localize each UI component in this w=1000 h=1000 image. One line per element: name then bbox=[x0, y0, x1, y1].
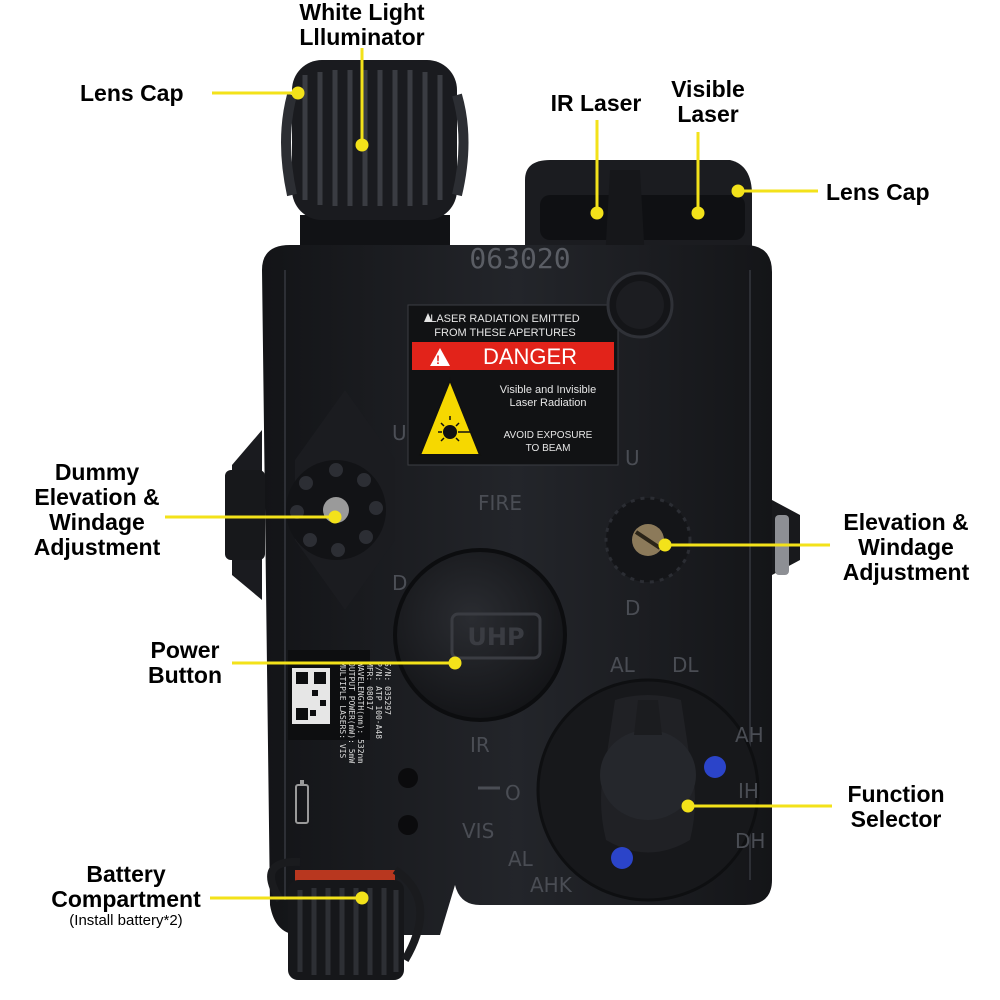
mode-ahk: AHK bbox=[530, 873, 573, 897]
callout-dummy-line3: Windage bbox=[49, 509, 145, 535]
callout-lens-cap-left-text: Lens Cap bbox=[80, 80, 184, 106]
callout-dummy-elevation: Dummy Elevation & Windage Adjustment bbox=[12, 460, 182, 560]
lens-cap-strap-right bbox=[452, 93, 469, 197]
callout-power-line2: Button bbox=[147, 662, 223, 688]
danger-triangle-icon bbox=[430, 348, 450, 366]
leader-dot-lens-cap-left bbox=[291, 86, 305, 100]
leader-dot-visible-laser bbox=[691, 206, 705, 220]
warn-line3: AVOID EXPOSURE bbox=[504, 430, 593, 441]
plate-line-4: MFR: 08017 bbox=[365, 662, 374, 710]
callout-battery-compartment: Battery Compartment (Install battery*2) bbox=[28, 862, 224, 930]
fire-label: FIRE bbox=[478, 491, 522, 515]
battery-cap-lanyard bbox=[267, 857, 301, 903]
elev-mark-d: D bbox=[625, 596, 640, 620]
laser-aperture-block bbox=[525, 160, 752, 260]
label-emitted-line2: FROM THESE APERTURES bbox=[434, 327, 575, 339]
callout-elev-line1: Elevation & bbox=[843, 509, 969, 535]
elev-mark-u: U bbox=[625, 446, 640, 470]
selector-screw-bottom bbox=[611, 847, 633, 869]
callout-ir-laser-text: IR Laser bbox=[550, 90, 642, 116]
callout-elev-line2: Windage bbox=[858, 534, 954, 560]
warn-line2: Laser Radiation bbox=[509, 397, 586, 409]
info-plate: MULTIPLE LASERS: VIS OUTPUT POWER(mW): 5… bbox=[288, 650, 418, 835]
plate-line-1: MULTIPLE LASERS: VIS bbox=[338, 662, 347, 759]
leader-dot-elevation bbox=[658, 538, 672, 552]
mode-ir: IR bbox=[470, 733, 490, 757]
mode-dl: DL bbox=[672, 653, 699, 677]
leader-lines bbox=[165, 48, 832, 905]
power-button: UHP bbox=[393, 548, 567, 722]
callout-white-light-line2: Llluminator bbox=[299, 24, 425, 50]
callout-white-light-line1: White Light bbox=[299, 0, 425, 25]
power-logo: UHP bbox=[467, 623, 524, 651]
callout-white-light-illuminator: White Light Llluminator bbox=[272, 0, 452, 50]
mode-al-bottom: AL bbox=[508, 847, 534, 871]
elevation-windage-screw: FIRE U D bbox=[478, 446, 789, 620]
plate-line-5: P/N: ATP 100-A48 bbox=[374, 662, 383, 739]
leader-dot-power bbox=[448, 656, 462, 670]
callout-dummy-line4: Adjustment bbox=[33, 534, 161, 560]
plate-line-2: OUTPUT POWER(mW): 5mW bbox=[347, 662, 356, 763]
serial-number: 063020 bbox=[469, 242, 570, 275]
callout-power-line1: Power bbox=[150, 637, 220, 663]
label-emitted-line1: LASER RADIATION EMITTED bbox=[430, 313, 580, 325]
leader-dot-lens-cap-right bbox=[731, 184, 745, 198]
callout-elevation-windage: Elevation & Windage Adjustment bbox=[826, 510, 986, 585]
callout-dummy-line1: Dummy bbox=[54, 459, 140, 485]
lens-cap-strap-left bbox=[281, 93, 297, 197]
mode-ih: IH bbox=[738, 779, 759, 803]
callout-visible-laser-line2: Laser bbox=[677, 101, 739, 127]
warn-line4: TO BEAM bbox=[526, 443, 571, 454]
svg-text:!: ! bbox=[436, 353, 440, 367]
callout-dummy-line2: Elevation & bbox=[34, 484, 160, 510]
callout-battery-line2: Compartment bbox=[51, 886, 201, 912]
leader-dot-dummy bbox=[328, 510, 342, 524]
plate-line-3: WAVELENGTH(nm): 532nm bbox=[356, 662, 365, 763]
plate-line-6: S/N: 035297 bbox=[383, 662, 392, 715]
warn-line1: Visible and Invisible bbox=[500, 384, 596, 396]
callout-elev-line3: Adjustment bbox=[842, 559, 970, 585]
laser-hazard-icon bbox=[418, 377, 482, 456]
warning-label: LASER RADIATION EMITTED FROM THESE APERT… bbox=[407, 304, 619, 466]
mode-ah: AH bbox=[735, 723, 764, 747]
callout-function-line1: Function bbox=[847, 781, 945, 807]
callout-lens-cap-left: Lens Cap bbox=[80, 81, 215, 106]
callout-visible-laser: Visible Laser bbox=[658, 77, 758, 127]
leader-dot-function bbox=[681, 799, 695, 813]
callout-battery-line1: Battery bbox=[86, 861, 166, 887]
leader-dot-ir-laser bbox=[590, 206, 604, 220]
leader-dot-battery bbox=[355, 891, 369, 905]
callout-function-line2: Selector bbox=[850, 806, 942, 832]
dummy-mark-d: D bbox=[392, 571, 407, 595]
lens-cap-strap bbox=[605, 170, 645, 260]
leader-dot-white-light bbox=[355, 138, 369, 152]
callout-battery-line3: (Install battery*2) bbox=[69, 912, 183, 929]
callout-power-button: Power Button bbox=[120, 638, 250, 688]
mode-o: O bbox=[505, 781, 521, 805]
mode-al-top: AL bbox=[610, 653, 636, 677]
white-light-illuminator bbox=[281, 60, 469, 255]
mode-vis: VIS bbox=[462, 819, 494, 843]
qr-code-icon bbox=[292, 668, 330, 724]
callout-ir-laser: IR Laser bbox=[536, 91, 656, 116]
dummy-mark-u: U bbox=[392, 421, 407, 445]
callout-lens-cap-right: Lens Cap bbox=[826, 180, 956, 205]
function-selector: AL DL AH IH DH IR O VIS AL AHK bbox=[462, 653, 765, 902]
lens-cap-knob bbox=[606, 271, 674, 339]
callout-function-selector: Function Selector bbox=[826, 782, 966, 832]
mode-dh: DH bbox=[735, 829, 765, 853]
danger-text: DANGER bbox=[483, 344, 577, 369]
battery-compartment bbox=[267, 857, 425, 980]
callout-visible-laser-line1: Visible bbox=[671, 76, 745, 102]
selector-screw-top bbox=[704, 756, 726, 778]
callout-lens-cap-right-text: Lens Cap bbox=[826, 179, 930, 205]
aperture-arrow-icon bbox=[424, 313, 432, 322]
